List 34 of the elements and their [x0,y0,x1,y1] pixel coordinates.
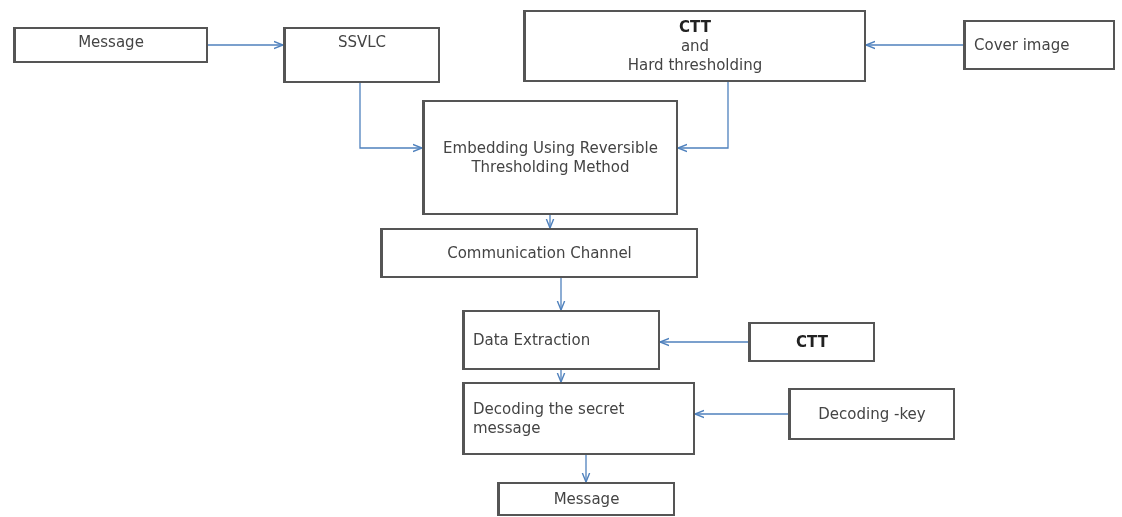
process-box [788,388,955,440]
box-label: Data Extraction [473,330,591,350]
box-label: Message [78,33,144,52]
box-label: Decoding -key [818,404,926,424]
box-label: Hard thresholding [627,55,763,75]
box-label: and [680,36,710,56]
process-box [380,228,698,278]
arrow [581,454,591,483]
process-box [462,310,660,370]
box-label: Message [553,489,620,509]
process-box [422,100,678,215]
arrow [659,337,749,347]
process-box [462,382,695,455]
box-label: Communication Channel [447,243,632,263]
arrow [556,369,566,383]
arrow [359,82,423,153]
process-box [13,27,208,63]
box-label: Cover image [974,35,1070,55]
arrow [694,409,789,419]
arrow [865,40,964,50]
process-box [748,322,875,362]
process-box [963,20,1115,70]
arrow [207,40,284,50]
process-box [283,27,440,83]
arrow [545,214,555,229]
arrow [556,277,566,311]
box-label: Decoding the secret message [473,399,626,438]
box-label: CTT [796,332,828,352]
box-label: SSVLC [337,33,387,52]
process-box [523,10,866,82]
box-label: Embedding Using Reversible Thresholding Method [442,138,659,177]
process-box [497,482,675,516]
box-label: CTT [679,17,711,37]
arrow [677,81,729,153]
